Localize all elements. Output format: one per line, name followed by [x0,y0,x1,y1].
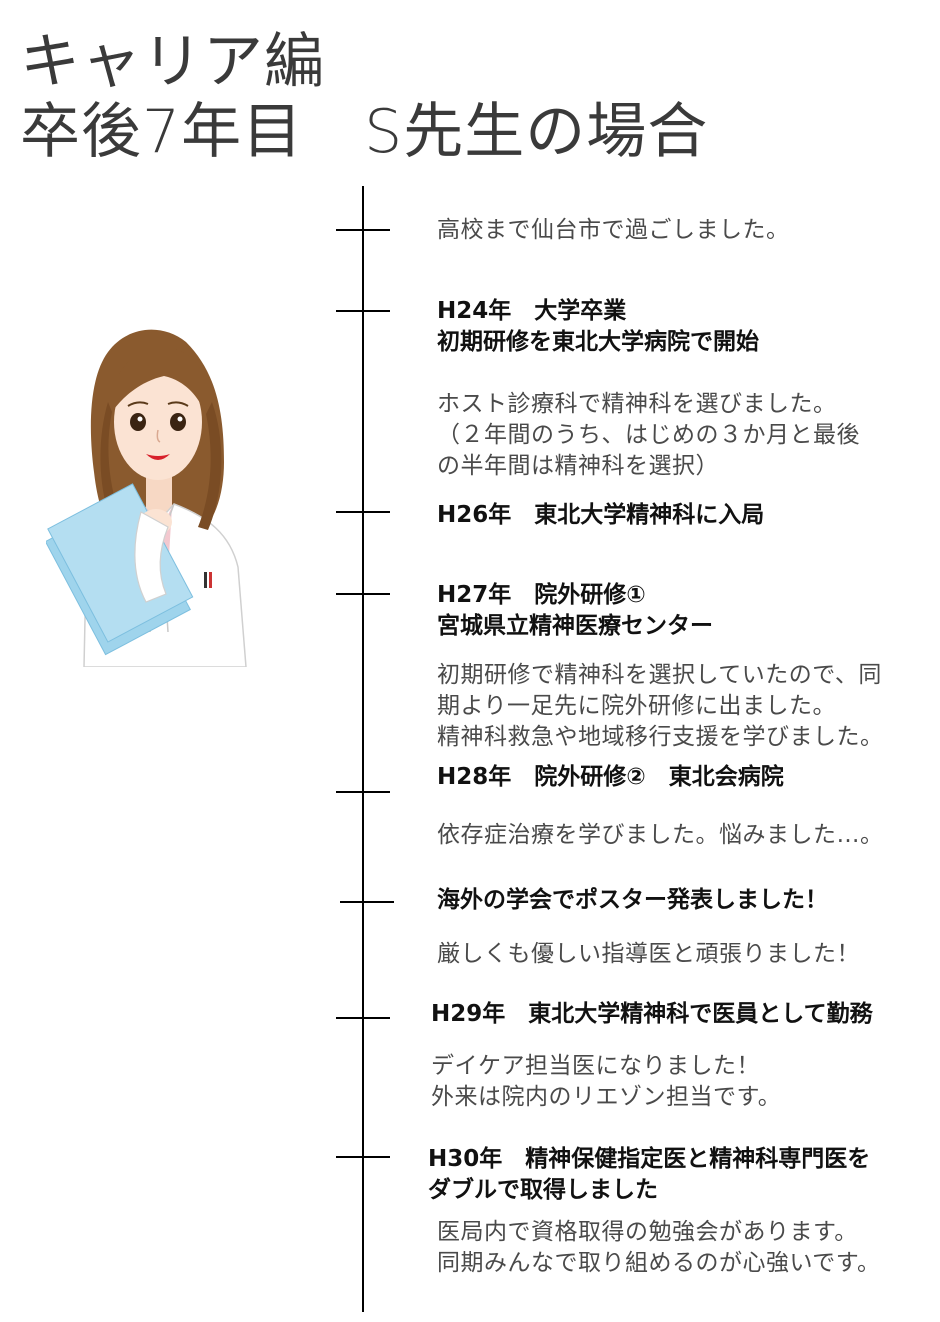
face [114,364,202,480]
timeline-entry-4-heading: H28年 院外研修② 東北会病院 [437,762,784,793]
desc-line: 初期研修で精神科を選択していたので、同 [437,662,882,688]
desc-line: 医局内で資格取得の勉強会があります。 [437,1219,858,1245]
timeline-tick [336,593,390,595]
timeline-entry-7-desc: 医局内で資格取得の勉強会があります。 同期みんなで取り組めるのが心強いです。 [437,1217,881,1279]
timeline-entry-1-desc: ホスト診療科で精神科を選びました。 （２年間のうち、はじめの３か月と最後 の半年… [437,389,860,482]
timeline-entry-5-desc: 厳しくも優しい指導医と頑張りました！ [437,939,860,970]
timeline-tick [336,1156,390,1158]
heading-line: 宮城県立精神医療センター [437,613,713,639]
desc-line: 高校まで仙台市で過ごしました。 [437,217,790,243]
hair-side-right [198,402,222,530]
nose [156,429,161,443]
heading-line: ダブルで取得しました [428,1177,658,1203]
hair-front [111,347,208,414]
timeline-entry-7-heading: H30年 精神保健指定医と精神科専門医を ダブルで取得しました [428,1144,870,1206]
timeline-tick [336,229,390,231]
heading-line: H29年 東北大学精神科で医員として勤務 [431,1001,873,1027]
timeline-axis [362,186,364,1312]
timeline-tick [336,511,390,513]
timeline-tick [336,310,390,312]
timeline-entry-1-heading: H24年 大学卒業 初期研修を東北大学病院で開始 [437,296,759,358]
timeline-entry-6-heading: H29年 東北大学精神科で医員として勤務 [431,999,873,1030]
heading-line: H28年 院外研修② 東北会病院 [437,764,784,790]
title-line-1: キャリア編 [20,27,325,97]
pen-2 [209,572,212,588]
heading-line: H27年 院外研修① [437,582,646,608]
eye-right [170,413,186,431]
timeline-tick [336,1017,390,1019]
title-line-2: 卒後7年目 S先生の場合 [20,97,709,167]
timeline-entry-3-heading: H27年 院外研修① 宮城県立精神医療センター [437,580,713,642]
timeline-tick [336,791,390,793]
desc-line: の半年間は精神科を選択） [437,453,719,479]
heading-line: H30年 精神保健指定医と精神科専門医を [428,1146,871,1172]
sleeve [134,511,169,603]
timeline-tick [340,901,394,903]
pen-1 [204,572,207,588]
desc-line: 依存症治療を学びました。悩みました…。 [437,822,884,848]
eye-left [130,413,146,431]
desc-line: 厳しくも優しい指導医と頑張りました！ [437,941,860,967]
timeline-entry-6-desc: デイケア担当医になりました！ 外来は院内のリエゾン担当です。 [431,1051,781,1113]
heading-line: 海外の学会でポスター発表しました！ [437,887,828,913]
heading-line: H26年 東北大学精神科に入局 [437,502,765,528]
timeline-entry-4-desc: 依存症治療を学びました。悩みました…。 [437,820,884,851]
eyebrow-right [167,401,189,407]
timeline-entry-5-heading: 海外の学会でポスター発表しました！ [437,885,828,916]
doctor-illustration [46,329,247,667]
desc-line: 期より一足先に院外研修に出ました。 [437,693,837,719]
desc-line: （２年間のうち、はじめの３か月と最後 [437,422,860,448]
lips [146,454,170,460]
timeline-entry-2-heading: H26年 東北大学精神科に入局 [437,500,764,531]
desc-line: 精神科救急や地域移行支援を学びました。 [437,724,884,750]
heading-line: 初期研修を東北大学病院で開始 [437,329,759,355]
desc-line: 外来は院内のリエゾン担当です。 [431,1084,782,1110]
timeline-entry-0-desc: 高校まで仙台市で過ごしました。 [437,215,790,246]
desc-line: ホスト診療科で精神科を選びました。 [437,391,837,417]
heading-line: H24年 大学卒業 [437,298,627,324]
desc-line: デイケア担当医になりました！ [431,1053,760,1079]
desc-line: 同期みんなで取り組めるのが心強いです。 [437,1250,881,1276]
eyebrow-left [127,401,149,407]
timeline-entry-3-desc: 初期研修で精神科を選択していたので、同 期より一足先に院外研修に出ました。 精神… [437,660,884,753]
